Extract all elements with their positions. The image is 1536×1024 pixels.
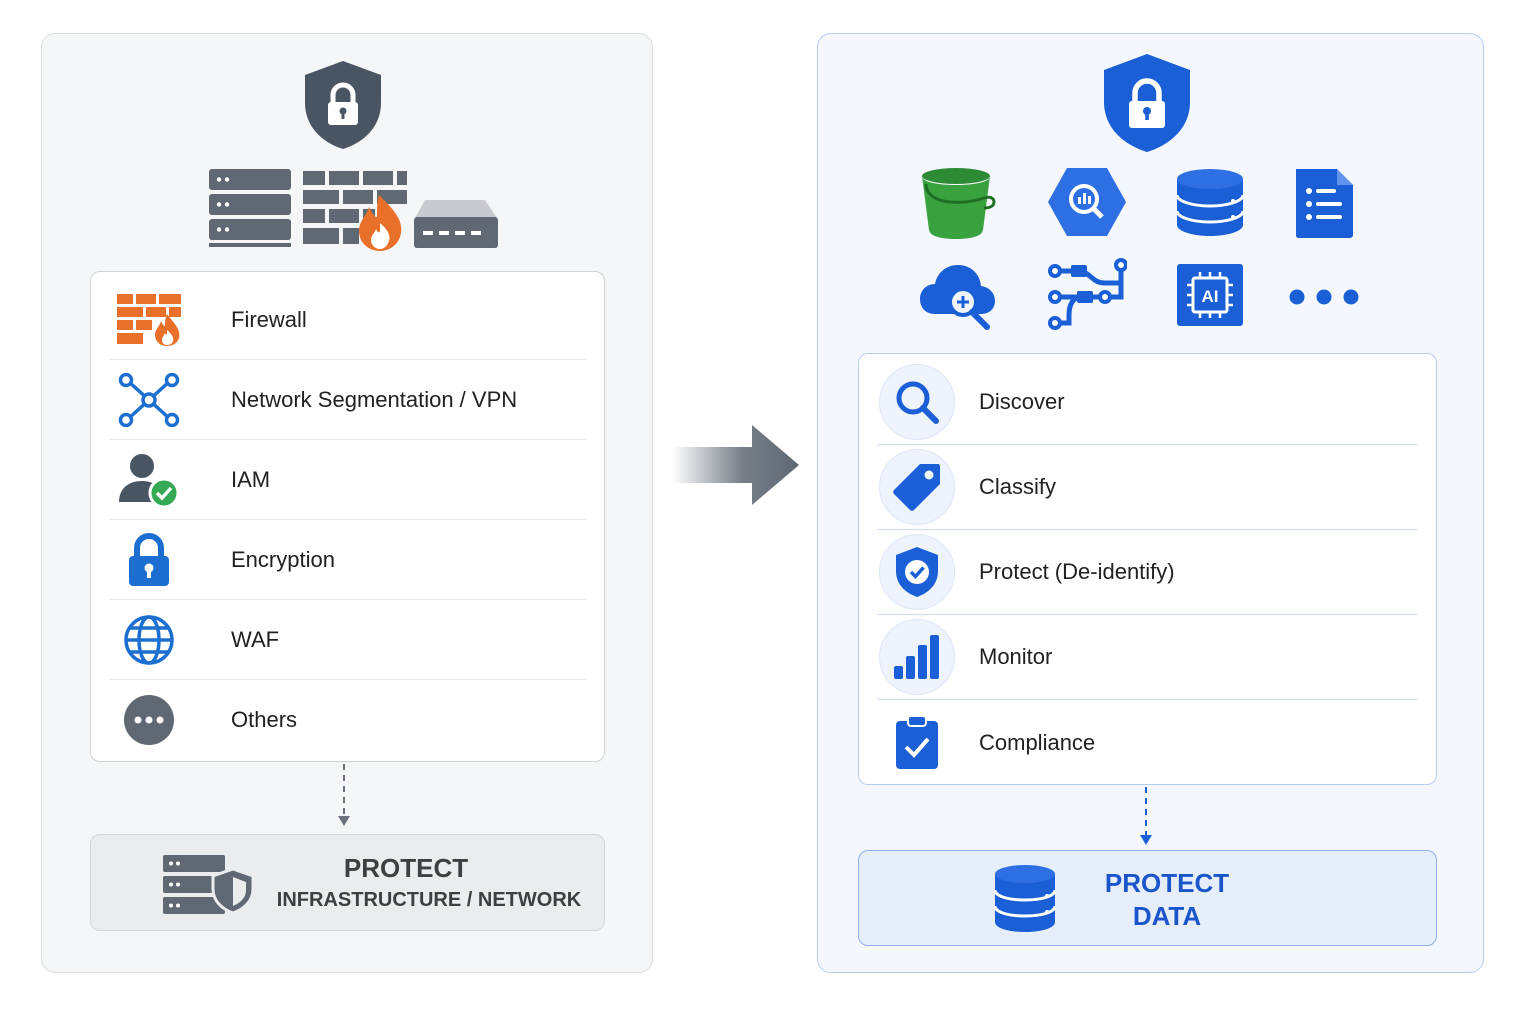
clipboard-check-icon — [877, 703, 957, 783]
list-item-label: Classify — [979, 474, 1057, 499]
bar-chart-icon — [877, 617, 957, 697]
infrastructure-controls-list: Firewall Network Segmentation / VPN — [90, 271, 605, 762]
list-item-monitor: Monitor — [877, 615, 1418, 700]
list-item-label: Compliance — [979, 729, 1096, 755]
list-item-firewall: Firewall — [109, 280, 586, 360]
document-list-icon — [1296, 169, 1353, 238]
network-segmentation-icon — [109, 360, 189, 440]
server-rack-icon — [209, 169, 291, 247]
list-item-label: Others — [231, 707, 298, 732]
bigquery-hexagon-icon — [1048, 168, 1126, 236]
protect-data-banner: PROTECT DATA — [858, 850, 1437, 946]
list-item-label: WAF — [231, 626, 280, 652]
list-item-network-segmentation: Network Segmentation / VPN — [109, 360, 586, 440]
banner-title: PROTECT DATA — [1077, 867, 1257, 933]
list-item-encryption: Encryption — [109, 520, 586, 600]
list-item-label: Monitor — [979, 644, 1053, 669]
more-dots-icon — [1289, 289, 1359, 305]
list-item-classify: Classify — [877, 445, 1418, 530]
firewall-icon — [109, 280, 189, 360]
network-appliance-icon — [414, 200, 498, 248]
storage-bucket-icon — [922, 168, 996, 239]
globe-icon — [109, 600, 189, 680]
dashed-down-arrow — [1140, 787, 1152, 845]
tag-icon — [877, 447, 957, 527]
firewall-wall-icon — [303, 171, 407, 251]
list-item-waf: WAF — [109, 600, 586, 680]
list-item-compliance: Compliance — [877, 700, 1418, 785]
protect-infrastructure-banner: PROTECT INFRASTRUCTURE / NETWORK — [90, 834, 605, 931]
server-shield-icon — [163, 855, 255, 915]
list-item-label: Network Segmentation / VPN — [231, 386, 518, 412]
list-item-label: Firewall — [231, 306, 307, 332]
shield-lock-icon — [1104, 54, 1190, 152]
database-icon — [993, 865, 1057, 932]
list-item-discover: Discover — [877, 360, 1418, 445]
cloud-search-icon — [920, 265, 995, 330]
banner-title: PROTECT — [343, 853, 469, 883]
list-item-label: Discover — [979, 389, 1065, 414]
banner-title-line-1: PROTECT — [1104, 868, 1230, 898]
data-protection-panel: AI Discover — [817, 33, 1484, 973]
database-icon — [1175, 169, 1245, 236]
dashed-down-arrow — [338, 764, 350, 826]
list-item-protect-deidentify: Protect (De-identify) — [877, 530, 1418, 615]
banner-title-line-2: DATA — [1132, 901, 1202, 931]
list-item-label: Encryption — [231, 546, 335, 572]
iam-user-check-icon — [109, 440, 189, 520]
list-item-others: Others — [109, 680, 586, 760]
transition-arrow — [672, 425, 799, 505]
list-item-label: Protect (De-identify) — [979, 559, 1175, 584]
svg-text:AI: AI — [1202, 287, 1219, 306]
more-dots-icon — [109, 680, 189, 760]
shield-lock-icon — [305, 61, 381, 149]
list-item-label: IAM — [231, 466, 271, 492]
padlock-icon — [109, 520, 189, 600]
list-item-iam: IAM — [109, 440, 586, 520]
shield-check-icon — [877, 532, 957, 612]
pipeline-icon — [1048, 258, 1127, 330]
infrastructure-panel: Firewall Network Segmentation / VPN — [41, 33, 653, 973]
banner-subtitle: INFRASTRUCTURE / NETWORK — [276, 889, 582, 911]
magnifier-icon — [877, 362, 957, 442]
data-protection-steps-list: Discover Classify — [858, 353, 1437, 785]
ai-chip-icon: AI — [1177, 264, 1243, 326]
